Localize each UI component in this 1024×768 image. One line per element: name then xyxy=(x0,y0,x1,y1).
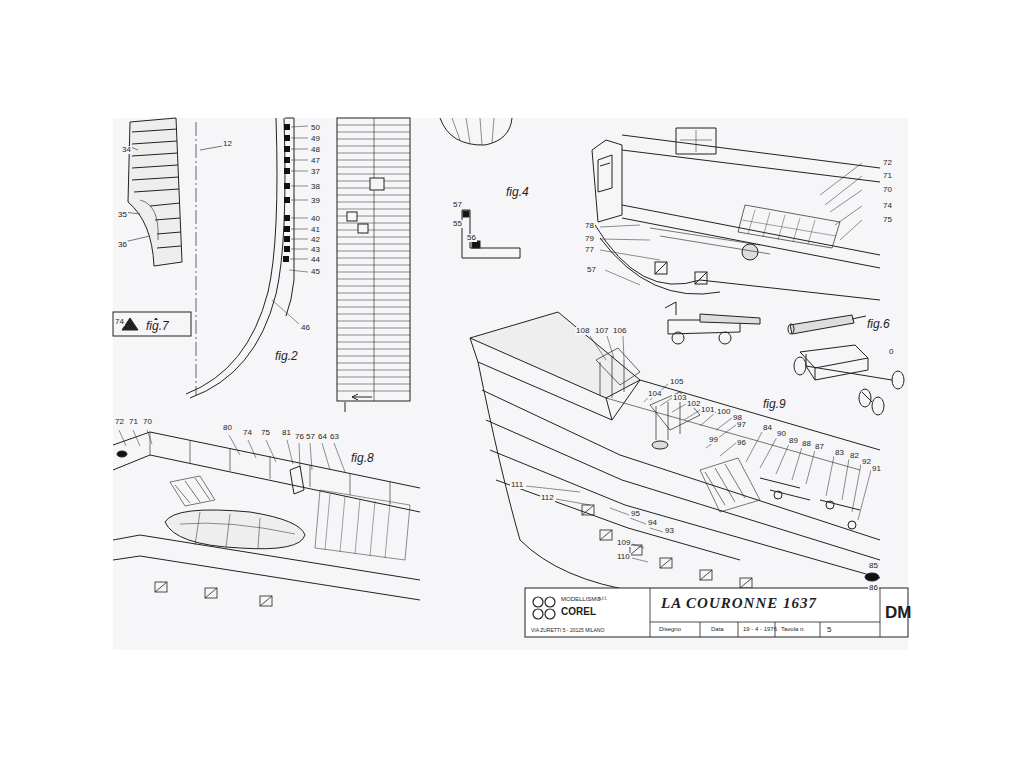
callout-number: 46 xyxy=(300,324,311,332)
callout-number: 86 xyxy=(868,584,879,592)
title-block-text: Data xyxy=(710,626,725,632)
callout-number: 87 xyxy=(814,443,825,451)
figure-label: fig.2 xyxy=(274,350,299,362)
callout-number: 42 xyxy=(310,236,321,244)
callout-number: 0 xyxy=(888,348,894,356)
callout-number: 72 xyxy=(114,418,125,426)
callout-number: 93 xyxy=(664,527,675,535)
callout-number: 41 xyxy=(310,226,321,234)
callout-number: 111 xyxy=(510,481,524,489)
title-block-text: 19 - 4 - 1976 xyxy=(742,626,778,632)
figure-label: fig.7 xyxy=(145,320,170,332)
title-block-text: Tavola n. xyxy=(780,626,806,632)
callout-number: 82 xyxy=(849,452,860,460)
callout-number: 75 xyxy=(260,429,271,437)
title-block-text: 5 xyxy=(826,626,832,634)
callout-number: 36 xyxy=(117,241,128,249)
callout-number: 74 xyxy=(882,202,893,210)
callout-number: 99 xyxy=(708,436,719,444)
callout-number: 64 xyxy=(317,433,328,441)
callout-number: 101 xyxy=(700,406,715,414)
callout-number: 34 xyxy=(121,146,132,154)
callout-number: 49 xyxy=(310,135,321,143)
callout-number: 63 xyxy=(329,433,340,441)
callout-number: 107 xyxy=(594,327,609,335)
callout-number: 85 xyxy=(868,562,879,570)
callout-number: 71 xyxy=(128,418,139,426)
callout-number: 88 xyxy=(801,440,812,448)
callout-number: 89 xyxy=(788,437,799,445)
callout-number: 83 xyxy=(834,449,845,457)
callout-number: 80 xyxy=(222,424,233,432)
callout-number: 39 xyxy=(310,197,321,205)
plan-line-art xyxy=(113,118,908,637)
title-block-text: Disegno xyxy=(658,626,682,632)
callout-number: 84 xyxy=(762,424,773,432)
callout-number: 112 xyxy=(540,494,555,502)
callout-number: 37 xyxy=(310,168,321,176)
figure-label: fig.4 xyxy=(505,186,530,198)
callout-number: 77 xyxy=(584,246,595,254)
callout-number: 45 xyxy=(310,268,321,276)
callout-number: 81 xyxy=(281,429,292,437)
callout-number: 47 xyxy=(310,157,321,165)
callout-number: 105 xyxy=(669,378,684,386)
callout-number: 43 xyxy=(310,246,321,254)
callout-number: 70 xyxy=(882,186,893,194)
callout-number: 44 xyxy=(310,256,321,264)
callout-number: 104 xyxy=(647,390,662,398)
callout-number: 71 xyxy=(882,172,893,180)
title-block-text: DM xyxy=(884,604,912,621)
title-block-text: COREL xyxy=(560,607,597,617)
title-block-text: s.r.l. xyxy=(597,596,608,601)
callout-number: 75 xyxy=(882,216,893,224)
callout-number: 50 xyxy=(310,124,321,132)
callout-number: 56 xyxy=(466,234,477,242)
callout-number: 72 xyxy=(882,159,893,167)
title-block-text: MODELLISMO xyxy=(560,596,602,602)
figure-label: fig.8 xyxy=(350,452,375,464)
callout-number: 12 xyxy=(222,140,233,148)
callout-number: 90 xyxy=(776,430,787,438)
callout-number: 74 xyxy=(114,318,125,326)
paper-sheet xyxy=(113,118,908,650)
callout-number: 79 xyxy=(584,235,595,243)
callout-number: 57 xyxy=(452,201,463,209)
callout-number: 48 xyxy=(310,146,321,154)
title-block-text: LA COURONNE 1637 xyxy=(660,596,818,611)
title-block-text: VIA ZURETTI 5 - 20125 MILANO xyxy=(530,628,605,633)
callout-number: 35 xyxy=(117,211,128,219)
callout-number: 95 xyxy=(630,510,641,518)
callout-number: 40 xyxy=(310,215,321,223)
callout-number: 57 xyxy=(305,433,316,441)
callout-number: 96 xyxy=(736,439,747,447)
callout-number: 78 xyxy=(584,222,595,230)
figure-label: fig.9 xyxy=(762,398,787,410)
callout-number: 108 xyxy=(575,327,590,335)
callout-number: 55 xyxy=(452,220,463,228)
figure-label: fig.6 xyxy=(866,318,891,330)
callout-number: 97 xyxy=(736,421,747,429)
callout-number: 74 xyxy=(242,429,253,437)
callout-number: 38 xyxy=(310,183,321,191)
callout-number: 100 xyxy=(716,408,731,416)
callout-number: 110 xyxy=(616,553,631,561)
callout-number: 76 xyxy=(294,433,305,441)
callout-number: 94 xyxy=(647,519,658,527)
callout-number: 57 xyxy=(586,266,597,274)
callout-number: 70 xyxy=(142,418,153,426)
callout-number: 106 xyxy=(612,327,627,335)
callout-number: 91 xyxy=(871,465,882,473)
callout-number: 109 xyxy=(616,539,631,547)
